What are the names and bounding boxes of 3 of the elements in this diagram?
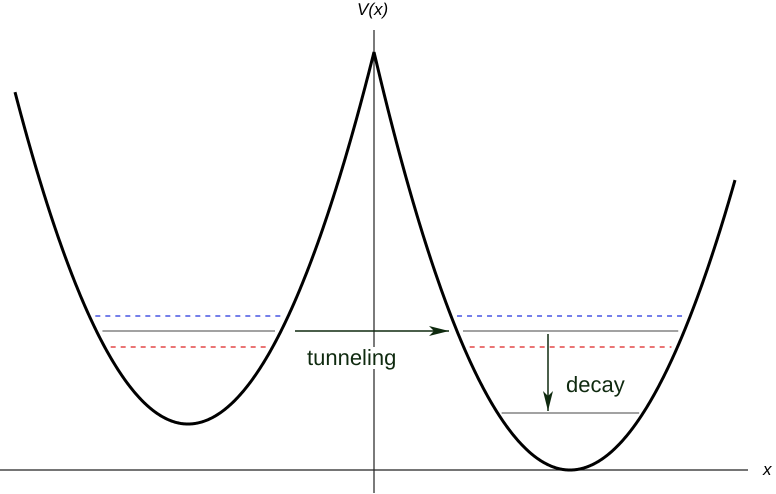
process-label: tunneling	[307, 347, 396, 369]
process-label: decay	[566, 374, 625, 396]
axis-label: V(x)	[357, 1, 388, 18]
